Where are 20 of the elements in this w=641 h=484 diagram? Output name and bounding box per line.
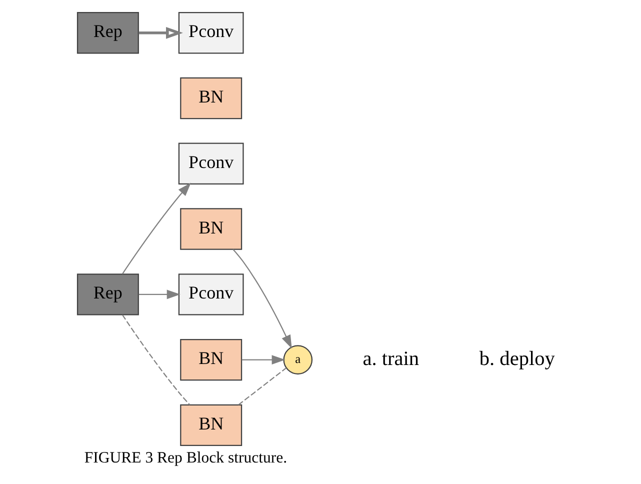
node-box: BN [180,338,242,381]
node-box: BN [180,77,242,120]
node-box: BN [180,208,242,250]
node-box: Rep [76,12,138,54]
connector [238,368,286,406]
connector [122,314,190,406]
node-box: Pconv [178,274,244,316]
arrow [232,249,292,349]
caption: FIGURE 3 Rep Block structure. [84,450,287,467]
arrow [122,182,190,274]
arrow [138,290,180,300]
label: b. deploy [478,348,554,370]
node-box: BN [180,404,242,446]
node-box: Rep [76,274,138,316]
node-circle: a [282,345,312,374]
node-box: Pconv [178,142,244,184]
label: a. train [362,348,419,370]
arrow [241,355,285,365]
arrow [138,26,182,39]
node-box: Pconv [178,12,244,54]
